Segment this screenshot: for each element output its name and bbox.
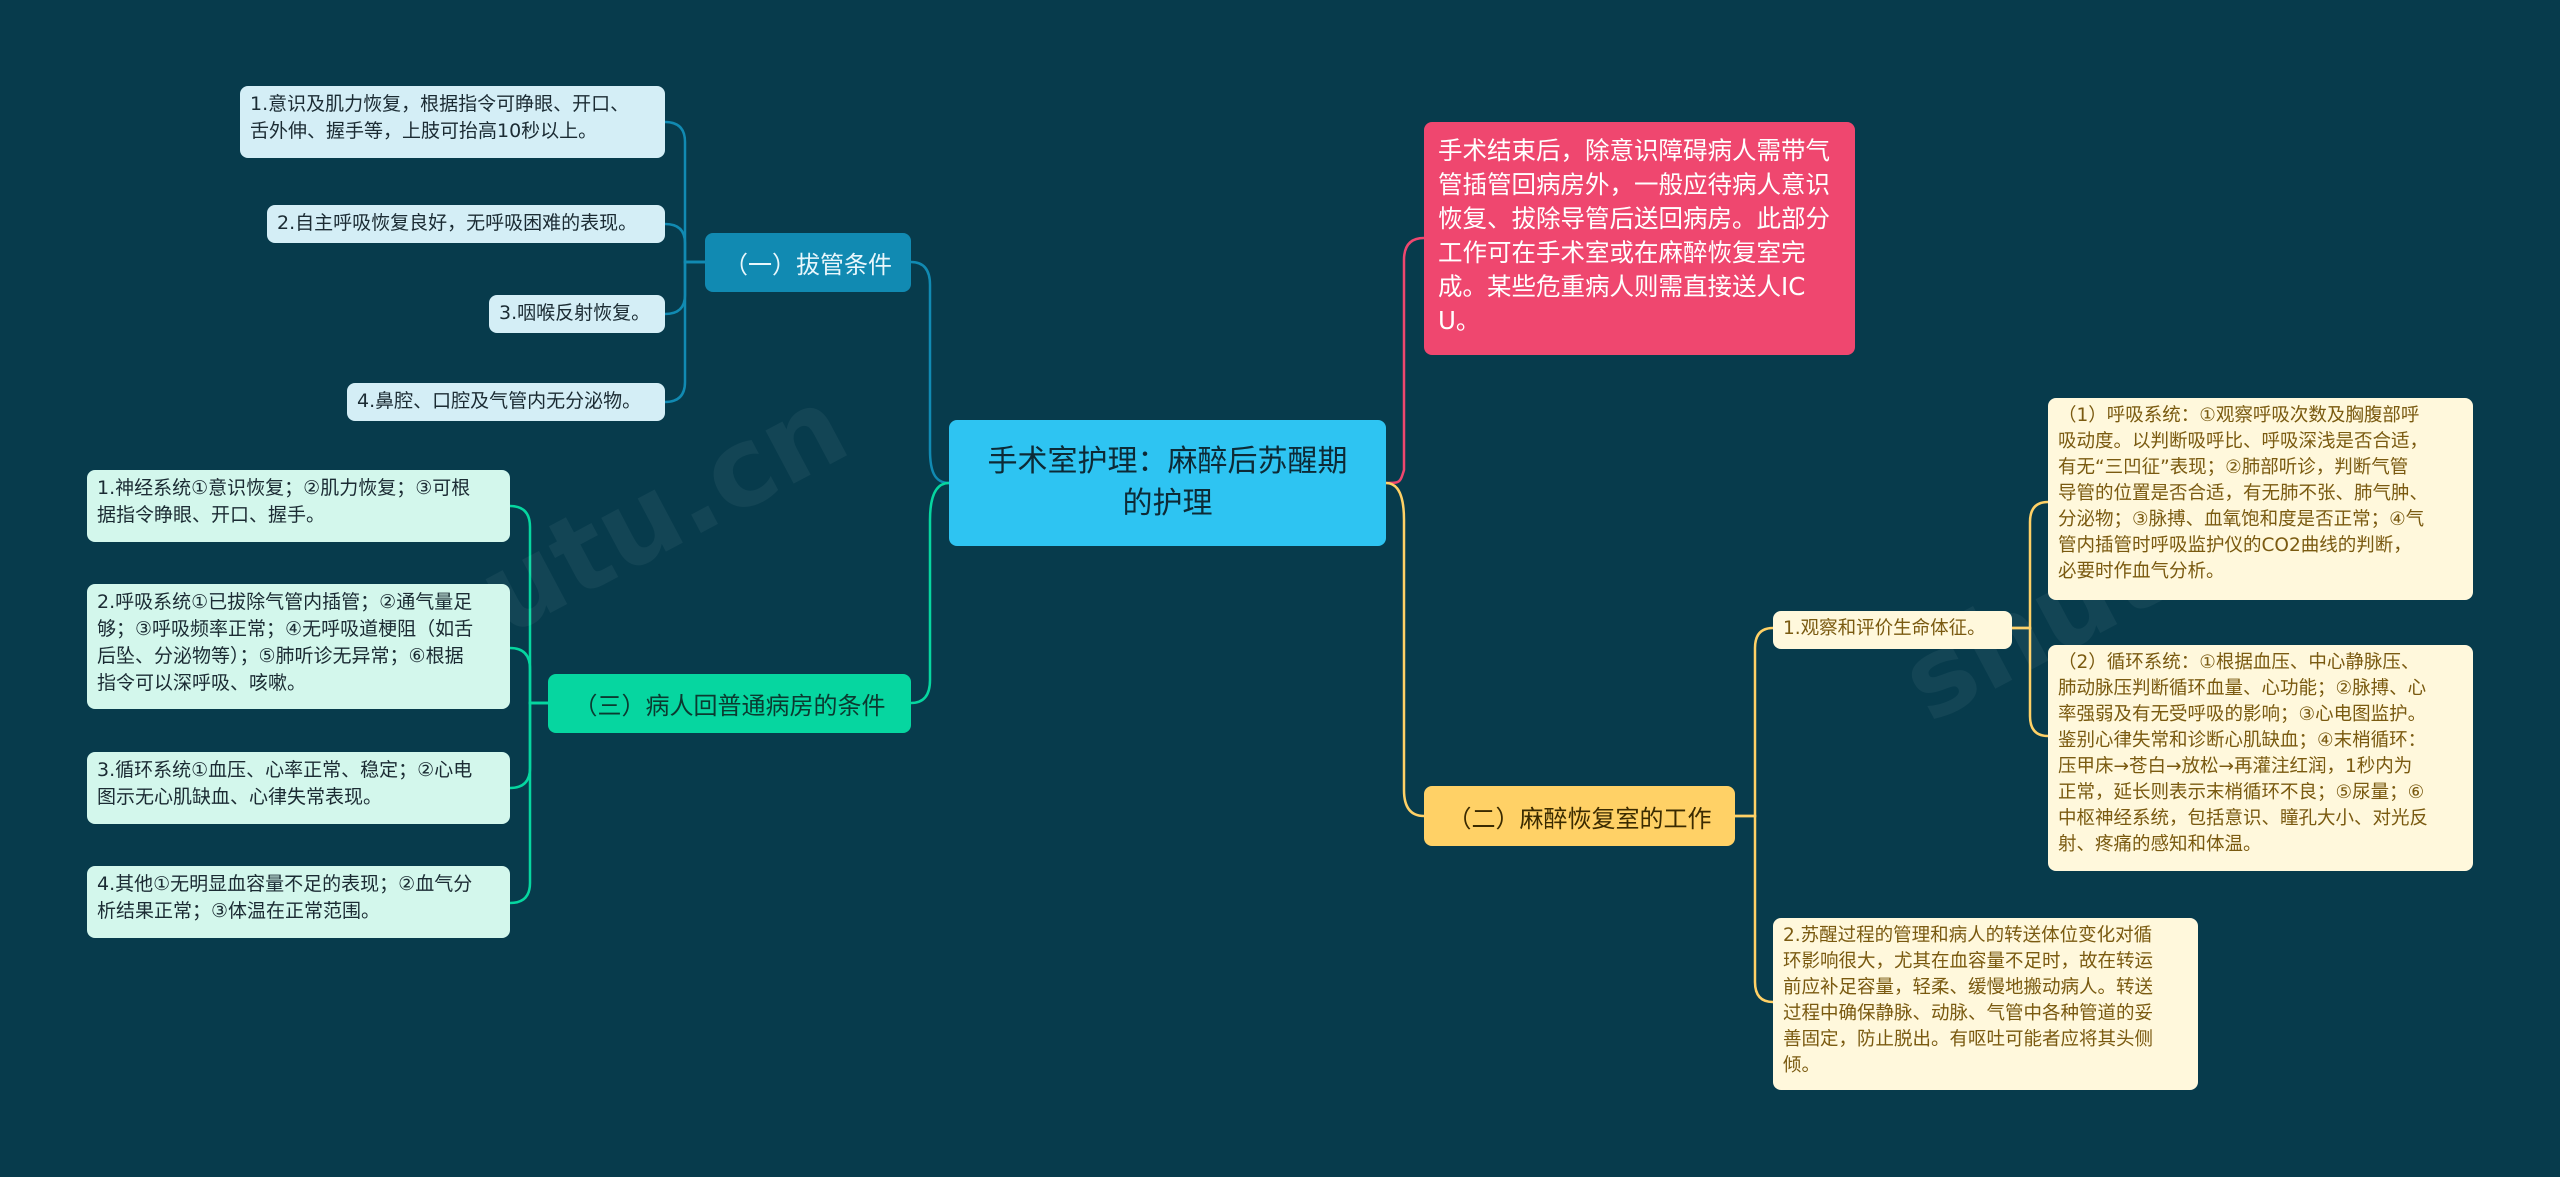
link-b2-sub2 — [1735, 814, 1774, 1004]
branch-return-ward-conditions[interactable]: （三）病人回普通病房的条件 — [548, 674, 911, 733]
branch3-item-2[interactable]: 2.呼吸系统①已拔除气管内插管；②通气量足 够；③呼吸频率正常；④无呼吸道梗阻（… — [87, 584, 510, 709]
link-root-intro — [1385, 236, 1425, 485]
link-b2-sub1 — [1735, 626, 1774, 818]
vital-signs-respiratory[interactable]: （1）呼吸系统：①观察呼吸次数及胸腹部呼 吸动度。以判断吸呼比、呼吸深浅是否合适… — [2048, 398, 2473, 600]
link-root-branch2 — [1385, 481, 1425, 818]
branch3-item-3[interactable]: 3.循环系统①血压、心率正常、稳定；②心电 图示无心肌缺血、心律失常表现。 — [87, 752, 510, 824]
branch-recovery-room-work[interactable]: （二）麻醉恢复室的工作 — [1424, 786, 1735, 846]
link-b3-leaf1 — [509, 504, 548, 705]
branch1-item-3[interactable]: 3.咽喉反射恢复。 — [489, 295, 665, 333]
branch3-item-4[interactable]: 4.其他①无明显血容量不足的表现；②血气分 析结果正常；③体温在正常范围。 — [87, 866, 510, 938]
branch1-item-4[interactable]: 4.鼻腔、口腔及气管内无分泌物。 — [347, 383, 665, 421]
branch1-item-1[interactable]: 1.意识及肌力恢复，根据指令可睁眼、开口、 舌外伸、握手等，上肢可抬高10秒以上… — [240, 86, 665, 158]
branch1-item-2[interactable]: 2.自主呼吸恢复良好，无呼吸困难的表现。 — [267, 205, 665, 243]
vital-signs-circulatory[interactable]: （2）循环系统：①根据血压、中心静脉压、 肺动脉压判断循环血量、心功能；②脉搏、… — [2048, 645, 2473, 871]
link-sub1-item2 — [2012, 626, 2049, 738]
branch3-item-1[interactable]: 1.神经系统①意识恢复；②肌力恢复；③可根 据指令睁眼、开口、握手。 — [87, 470, 510, 542]
link-root-branch3 — [910, 481, 950, 705]
link-b1-leaf1 — [664, 120, 705, 264]
link-root-branch1 — [910, 260, 950, 485]
intro-note[interactable]: 手术结束后，除意识障碍病人需带气管插管回病房外，一般应待病人意识恢复、拔除导管后… — [1424, 122, 1855, 355]
link-sub1-item1 — [2012, 500, 2049, 630]
link-b1-leaf4 — [664, 260, 705, 404]
link-b1-leaf2 — [664, 222, 705, 264]
link-b3-leaf4 — [509, 701, 548, 905]
root-topic[interactable]: 手术室护理：麻醉后苏醒期的护理 — [949, 420, 1386, 546]
branch2-sub-vital-signs[interactable]: 1.观察和评价生命体征。 — [1773, 611, 2012, 649]
link-b3-leaf2 — [509, 646, 548, 705]
branch2-sub-transfer-management[interactable]: 2.苏醒过程的管理和病人的转送体位变化对循 环影响很大，尤其在血容量不足时，故在… — [1773, 918, 2198, 1090]
branch-extubation-conditions[interactable]: （一）拔管条件 — [705, 233, 911, 292]
